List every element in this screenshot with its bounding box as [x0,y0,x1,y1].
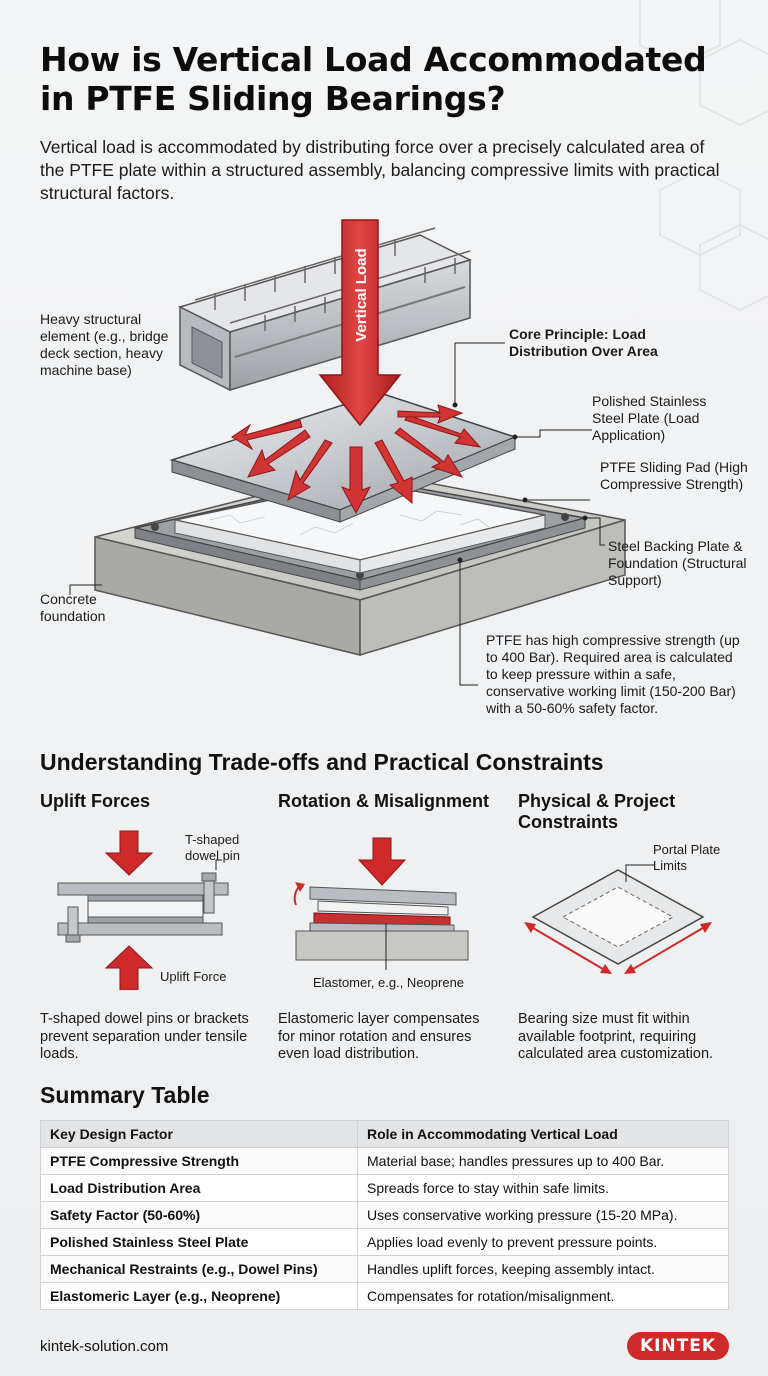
callout-concrete: Concrete foundation [40,591,106,624]
tradeoffs-heading: Understanding Trade-offs and Practical C… [40,749,604,775]
column-header: Role in Accommodating Vertical Load [357,1120,729,1148]
table-row: Polished Stainless Steel Plate Applies l… [40,1228,729,1256]
table-row: Load Distribution Area Spreads force to … [40,1174,729,1202]
role-cell: Spreads force to stay within safe limits… [357,1174,729,1202]
website-link[interactable]: kintek-solution.com [40,1338,169,1355]
dowel-pin-label: T-shaped dowel pin [185,832,240,863]
callout-ptfe-note: PTFE has high compressive strength (up t… [486,632,740,716]
portal-plate-label: Portal Plate Limits [653,842,721,873]
summary-table: Key Design Factor Role in Accommodating … [40,1120,729,1310]
table-row: Elastomeric Layer (e.g., Neoprene) Compe… [40,1282,729,1310]
page-title: How is Vertical Load Accommodated in PTF… [40,40,707,118]
callout-ptfe-pad: PTFE Sliding Pad (High Compressive Stren… [600,459,748,492]
rotation-description: Elastomeric layer compensates for minor … [278,1011,480,1062]
column-header: Key Design Factor [40,1120,358,1148]
table-header-row: Key Design Factor Role in Accommodating … [40,1120,729,1148]
distribution-arrows [231,404,482,515]
callout-backing-plate: Steel Backing Plate & Foundation (Struct… [608,538,747,588]
kintek-logo: KINTEK [627,1332,729,1360]
role-cell: Compensates for rotation/misalignment. [357,1282,729,1310]
uplift-description: T-shaped dowel pins or brackets prevent … [40,1011,249,1062]
physical-title: Physical & Project Constraints [518,791,676,832]
bearing-diagram: Vertical Load [69,219,626,686]
physical-description: Bearing size must fit within available f… [518,1011,714,1062]
design-factor-cell: PTFE Compressive Strength [40,1147,358,1175]
vertical-load-arrow [318,219,402,427]
uplift-title: Uplift Forces [40,791,151,811]
role-cell: Uses conservative working pressure (15-2… [357,1201,729,1229]
design-factor-cell: Load Distribution Area [40,1174,358,1202]
role-cell: Handles uplift forces, keeping assembly … [357,1255,729,1283]
callout-core-principle: Core Principle: Load Distribution Over A… [509,326,658,359]
design-factor-cell: Polished Stainless Steel Plate [40,1228,358,1256]
table-row: PTFE Compressive Strength Material base;… [40,1147,729,1175]
intro-paragraph: Vertical load is accommodated by distrib… [40,137,720,203]
callout-stainless-steel: Polished Stainless Steel Plate (Load App… [592,393,707,443]
design-factor-cell: Elastomeric Layer (e.g., Neoprene) [40,1282,358,1310]
role-cell: Applies load evenly to prevent pressure … [357,1228,729,1256]
design-factor-cell: Safety Factor (50-60%) [40,1201,358,1229]
callout-structural-element: Heavy structural element (e.g., bridge d… [40,311,169,378]
table-row: Mechanical Restraints (e.g., Dowel Pins)… [40,1255,729,1283]
callout-leaders [69,342,605,686]
vertical-load-label: Vertical Load [353,248,370,341]
rotation-illustration [293,837,469,970]
table-row: Safety Factor (50-60%) Uses conservative… [40,1201,729,1229]
physical-illustration [524,864,712,974]
design-factor-cell: Mechanical Restraints (e.g., Dowel Pins) [40,1255,358,1283]
bridge-deck [177,227,473,392]
uplift-illustration [57,830,229,990]
uplift-force-label: Uplift Force [160,969,227,984]
elastomer-label: Elastomer, e.g., Neoprene [313,975,465,990]
role-cell: Material base; handles pressures up to 4… [357,1147,729,1175]
rotation-title: Rotation & Misalignment [278,791,489,811]
summary-heading: Summary Table [40,1082,210,1108]
